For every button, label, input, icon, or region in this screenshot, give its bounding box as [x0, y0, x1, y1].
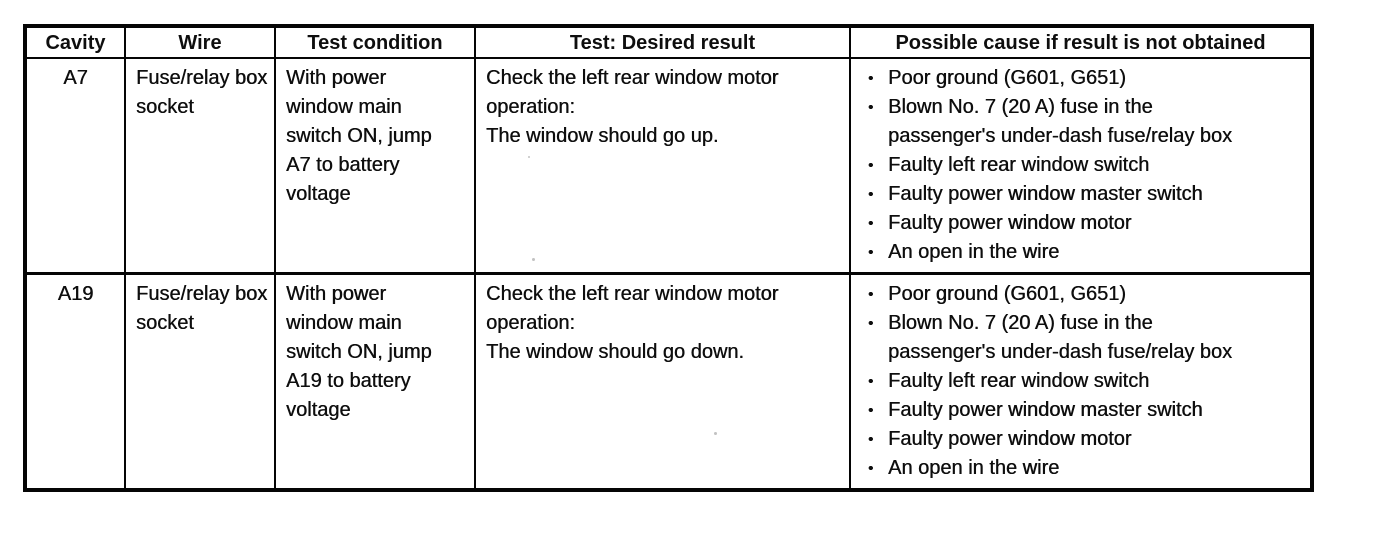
bullet-icon: • — [868, 215, 874, 232]
wire-text: Fuse/relay box socket — [136, 283, 268, 334]
cell-desired-result: Check the left rear window motor operati… — [474, 57, 851, 275]
list-item: • Blown No. 7 (20 A) fuse in the passenge… — [861, 93, 1304, 151]
cause-text: Faulty power window motor — [888, 212, 1132, 234]
list-item: • Blown No. 7 (20 A) fuse in the passenge… — [861, 309, 1304, 367]
cause-text: Faulty power window master switch — [888, 183, 1203, 205]
cause-text: An open in the wire — [888, 457, 1060, 479]
cause-text: Faulty left rear window switch — [888, 154, 1150, 176]
col-header-test-condition: Test condition — [274, 25, 476, 59]
col-header-desired-result: Test: Desired result — [474, 25, 851, 59]
table-header: Cavity Wire Test condition Test: Desired… — [24, 25, 1313, 59]
list-item: • Poor ground (G601, G651) — [861, 64, 1304, 93]
bullet-icon: • — [868, 402, 874, 419]
bullet-icon: • — [868, 286, 874, 303]
desired-result-line: The window should go down. — [486, 341, 744, 363]
cause-text: Faulty left rear window switch — [888, 370, 1150, 392]
list-item: • An open in the wire — [861, 238, 1304, 267]
desired-result-line: The window should go up. — [486, 125, 719, 147]
desired-result-line: Check the left rear window motor operati… — [486, 67, 779, 118]
bullet-icon: • — [868, 373, 874, 390]
possible-cause-list: • Poor ground (G601, G651) • Blown No. 7 (… — [861, 64, 1304, 267]
bullet-icon: • — [868, 186, 874, 203]
list-item: • Faulty power window motor — [861, 209, 1304, 238]
cell-wire: Fuse/relay box socket — [124, 272, 276, 491]
troubleshooting-table: Cavity Wire Test condition Test: Desired… — [23, 24, 1314, 492]
table-body: A7 Fuse/relay box socket With power wind… — [24, 57, 1313, 491]
list-item: • Faulty power window master switch — [861, 180, 1304, 209]
list-item: • Faulty left rear window switch — [861, 367, 1304, 396]
cause-text: Poor ground (G601, G651) — [888, 283, 1126, 305]
scan-speck — [528, 156, 530, 158]
cause-text: Blown No. 7 (20 A) fuse in the passenger… — [888, 96, 1233, 147]
list-item: • Faulty left rear window switch — [861, 151, 1304, 180]
cell-desired-result: Check the left rear window motor operati… — [474, 272, 851, 491]
possible-cause-list: • Poor ground (G601, G651) • Blown No. 7 (… — [861, 280, 1304, 483]
col-header-possible-cause: Possible cause if result is not obtained — [849, 25, 1313, 59]
col-header-wire: Wire — [124, 25, 276, 59]
cause-text: An open in the wire — [888, 241, 1060, 263]
cell-cavity: A19 — [24, 272, 126, 491]
bullet-icon: • — [868, 244, 874, 261]
cell-cavity: A7 — [24, 57, 126, 275]
bullet-icon: • — [868, 431, 874, 448]
col-header-cavity: Cavity — [24, 25, 126, 59]
cell-possible-causes: • Poor ground (G601, G651) • Blown No. 7 (… — [849, 57, 1313, 275]
cell-test-condition: With power window main switch ON, jump A… — [274, 57, 476, 275]
cause-text: Blown No. 7 (20 A) fuse in the passenger… — [888, 312, 1233, 363]
list-item: • Faulty power window motor — [861, 425, 1304, 454]
wire-text: Fuse/relay box socket — [136, 67, 268, 118]
cause-text: Faulty power window master switch — [888, 399, 1203, 421]
cell-possible-causes: • Poor ground (G601, G651) • Blown No. 7 (… — [849, 272, 1313, 491]
scan-speck — [714, 432, 717, 435]
table-row-a7: A7 Fuse/relay box socket With power wind… — [24, 57, 1313, 275]
header-row: Cavity Wire Test condition Test: Desired… — [24, 25, 1313, 59]
list-item: • Faulty power window master switch — [861, 396, 1304, 425]
scan-speck — [532, 258, 535, 261]
table-row-a19: A19 Fuse/relay box socket With power win… — [24, 272, 1313, 491]
bullet-icon: • — [868, 70, 874, 87]
desired-result-line: Check the left rear window motor operati… — [486, 283, 779, 334]
cell-test-condition: With power window main switch ON, jump A… — [274, 272, 476, 491]
cell-wire: Fuse/relay box socket — [124, 57, 276, 275]
test-condition-text: With power window main switch ON, jump A… — [286, 67, 432, 205]
bullet-icon: • — [868, 99, 874, 116]
cause-text: Faulty power window motor — [888, 428, 1132, 450]
bullet-icon: • — [868, 157, 874, 174]
list-item: • Poor ground (G601, G651) — [861, 280, 1304, 309]
test-condition-text: With power window main switch ON, jump A… — [286, 283, 432, 421]
list-item: • An open in the wire — [861, 454, 1304, 483]
bullet-icon: • — [868, 315, 874, 332]
bullet-icon: • — [868, 460, 874, 477]
cause-text: Poor ground (G601, G651) — [888, 67, 1126, 89]
